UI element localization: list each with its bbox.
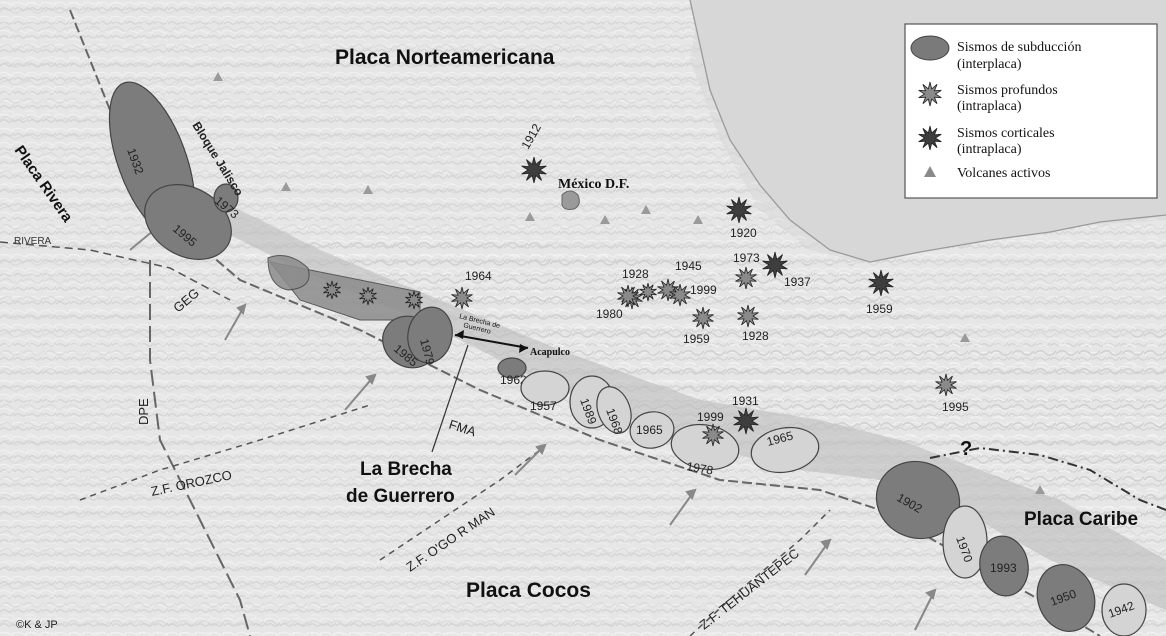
plate-label-cocos: Placa Cocos [466, 579, 591, 602]
deep-quake-year: 1928 [622, 267, 649, 281]
legend-deep-label-2: (intraplaca) [957, 99, 1022, 114]
subduction-rupture-1978 [670, 423, 740, 471]
subduction-rupture-year: 1978 [685, 459, 714, 477]
deep-quake-year: 1995 [942, 400, 969, 414]
legend-crustal-label-1: Sismos corticales [957, 126, 1055, 141]
crustal-quake-year: 1937 [784, 275, 811, 289]
subduction-rupture-1942 [1101, 583, 1147, 636]
quake-stars: 1964 1928 1945 1999 1980 1959 1973 1928 1999 1995… [323, 121, 969, 447]
deep-quake-year: 1999 [697, 410, 724, 424]
brecha-title-line-2: de Guerrero [346, 486, 455, 507]
mexico-city-area [561, 190, 580, 210]
legend-subduction-label-2: (interplaca) [957, 57, 1022, 72]
brecha-arrowhead-right [519, 344, 528, 353]
deep-quake-year: 1999 [690, 283, 717, 297]
crustal-quake-year: 1931 [732, 394, 759, 408]
legend-crustal-swatch [918, 125, 942, 151]
subduction-rupture-1968 [596, 386, 632, 434]
crustal-quake-year: 1959 [866, 302, 893, 316]
legend-deep-swatch [918, 81, 942, 107]
mexico-df-label: México D.F. [558, 177, 629, 192]
legend-volcano-label: Volcanes activos [957, 166, 1050, 181]
legend-deep-star-icon [918, 81, 942, 107]
legend-crustal-star-icon [918, 125, 942, 151]
deep-quake-star-unlabeled [405, 290, 423, 310]
plate-label-north-america: Placa Norteamericana [335, 46, 555, 69]
subduction-rupture-year: 1979 [417, 337, 438, 367]
rupture-outline-colima [267, 255, 310, 291]
legend: Sismos de subducción (interplaca) Sismos… [904, 23, 1158, 199]
subduction-rupture-year: 1962 [500, 373, 527, 387]
brecha-arrowhead-left [455, 330, 464, 339]
legend-subduction-swatch [910, 35, 950, 61]
plate-label-caribe: Placa Caribe [1024, 509, 1138, 530]
deep-quake-star-1999 [702, 423, 724, 447]
deep-quake-star-unlabeled [639, 282, 657, 302]
subduction-rupture-1950 [1036, 564, 1096, 632]
volcanoes [213, 72, 1045, 494]
subduction-rupture-1970 [942, 505, 988, 579]
subduction-rupture-year: 1965 [765, 428, 795, 449]
legend-crustal-label-2: (intraplaca) [957, 142, 1022, 157]
subduction-rupture-1965 [629, 411, 675, 449]
crustal-quake-star-1920 [726, 196, 752, 224]
subduction-rupture-1973 [213, 183, 239, 213]
deep-quake-year: 1959 [683, 332, 710, 346]
coastline-gulf [689, 0, 1166, 263]
subduction-rupture-1965 [750, 426, 820, 474]
subduction-rupture-1979 [407, 306, 453, 364]
deep-quake-year: 1980 [596, 307, 623, 321]
crustal-quake-star-1959 [868, 269, 894, 297]
brecha-pointer-line [431, 344, 469, 453]
subduction-rupture-1962 [497, 357, 527, 379]
unknown-boundary-mark: ? [960, 438, 972, 460]
crustal-quake-star-1931 [733, 407, 759, 435]
crustal-quake-star-1912 [521, 156, 547, 184]
ogorman-fracture [379, 449, 541, 561]
zone-label-rivera: RIVERA [14, 236, 52, 247]
subduction-rupture-year: 1957 [530, 399, 557, 413]
tehuantepec-fracture [689, 509, 831, 636]
zone-label-dpe: DPE [136, 398, 151, 425]
subduction-rupture-1995 [144, 184, 232, 260]
deep-quake-star-1980 [617, 284, 639, 308]
deep-quake-star-1959 [692, 306, 714, 330]
deep-quake-year: 1964 [465, 269, 492, 283]
trench-band [200, 200, 1166, 610]
legend-volcano-swatch [924, 166, 936, 177]
acapulco-label: Acapulco [530, 347, 570, 358]
credit-label: ©K & JP [16, 619, 58, 631]
crustal-quake-star-1937 [762, 251, 788, 279]
deep-quake-star-1964 [451, 286, 473, 310]
deep-quake-star-1973 [735, 266, 757, 290]
deep-quake-year: 1945 [675, 259, 702, 273]
deep-quake-star-1995 [935, 373, 957, 397]
brecha-arrow [454, 334, 529, 349]
deep-quake-year: 1928 [742, 329, 769, 343]
subduction-rupture-1957 [520, 370, 570, 406]
brecha-title-line-1: La Brecha [360, 459, 452, 480]
legend-deep-label-1: Sismos profundos [957, 83, 1058, 98]
rivera-fracture [0, 241, 231, 301]
orozco-fracture [79, 404, 371, 501]
deep-quake-year: 1973 [733, 251, 760, 265]
subduction-rupture-year: 1993 [990, 561, 1017, 575]
deep-quake-star-unlabeled [323, 280, 341, 300]
deep-quake-star-1928 [737, 304, 759, 328]
dpe-fracture [149, 260, 251, 636]
deep-quake-star-unlabeled [359, 286, 377, 306]
crustal-quake-year: 1920 [730, 226, 757, 240]
caribe-boundary [929, 446, 1166, 511]
subduction-rupture-year: 1965 [636, 423, 663, 437]
subduction-rupture-1993 [979, 535, 1029, 597]
legend-subduction-label-1: Sismos de subducción [957, 40, 1081, 55]
deep-quake-star-1999 [669, 283, 691, 307]
